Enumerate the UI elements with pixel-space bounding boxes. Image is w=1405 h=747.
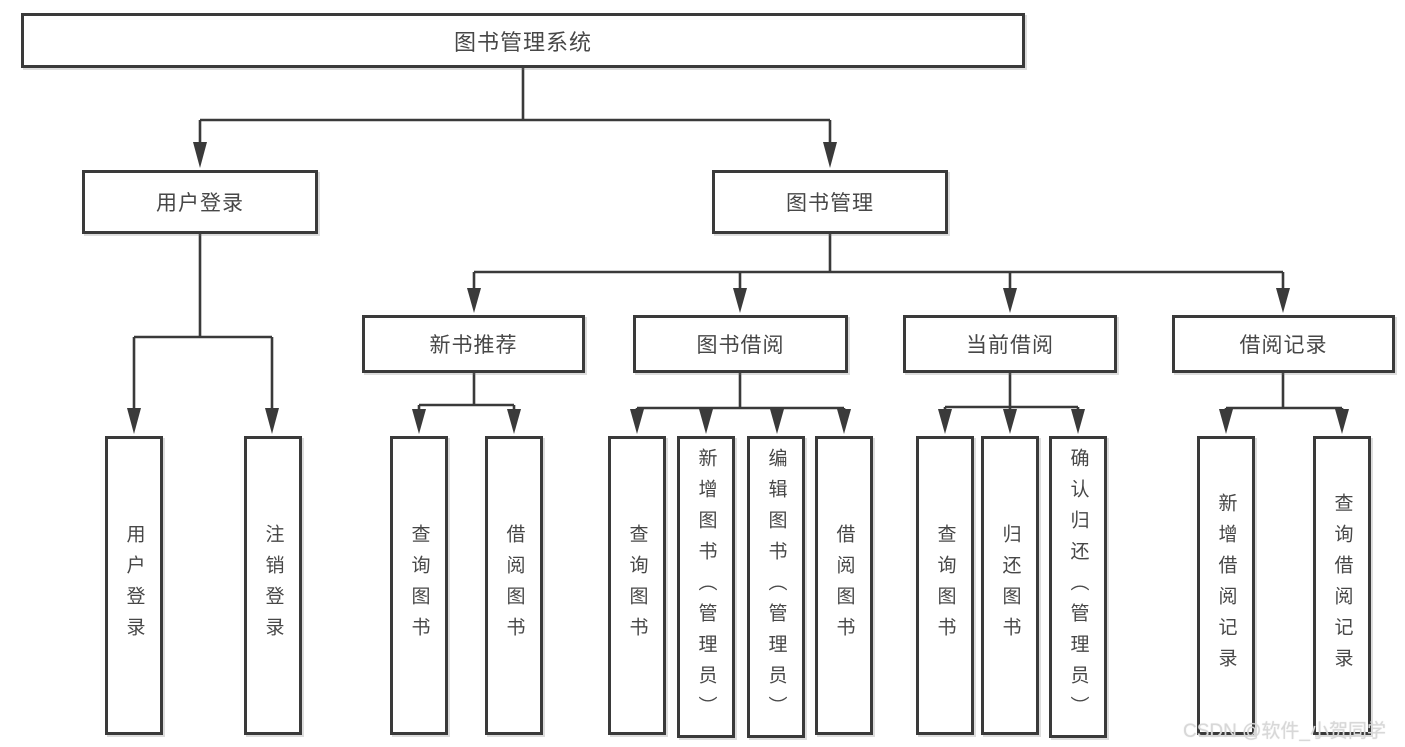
node-user-login-branch: 用户登录 bbox=[82, 170, 318, 234]
node-current-borrow-label: 当前借阅 bbox=[966, 334, 1054, 357]
leaf-logout-login-label: 注销登录 bbox=[262, 523, 284, 648]
leaf-query-books-borrow-label: 查询图书 bbox=[626, 523, 648, 648]
node-borrow-records: 借阅记录 bbox=[1172, 315, 1395, 373]
leaf-query-books-recommend: 查询图书 bbox=[390, 436, 448, 735]
leaf-query-books-recommend-label: 查询图书 bbox=[408, 523, 430, 648]
leaf-borrow-books-2: 借阅图书 bbox=[815, 436, 873, 735]
node-book-management: 图书管理 bbox=[712, 170, 948, 234]
leaf-confirm-return-admin-label: 确认归还（管理员） bbox=[1067, 447, 1089, 727]
node-book-borrow-label: 图书借阅 bbox=[696, 334, 785, 357]
leaf-borrow-books-recommend-label: 借阅图书 bbox=[503, 523, 525, 648]
node-new-book-recommend: 新书推荐 bbox=[362, 315, 585, 373]
node-root-label: 图书管理系统 bbox=[453, 29, 592, 55]
leaf-add-borrow-record-label: 新增借阅记录 bbox=[1215, 492, 1237, 679]
leaf-return-book: 归还图书 bbox=[981, 436, 1039, 735]
leaf-query-books-borrow: 查询图书 bbox=[608, 436, 666, 735]
leaf-query-borrow-record-label: 查询借阅记录 bbox=[1331, 492, 1353, 679]
node-root: 图书管理系统 bbox=[21, 13, 1025, 68]
node-new-book-recommend-label: 新书推荐 bbox=[429, 334, 518, 357]
leaf-query-books-current-label: 查询图书 bbox=[934, 523, 956, 648]
node-current-borrow: 当前借阅 bbox=[903, 315, 1117, 373]
node-user-login-branch-label: 用户登录 bbox=[156, 192, 244, 215]
leaf-edit-book-admin: 编辑图书（管理员） bbox=[747, 436, 805, 738]
leaf-user-login-label: 用户登录 bbox=[123, 523, 145, 648]
leaf-add-borrow-record: 新增借阅记录 bbox=[1197, 436, 1255, 735]
leaf-edit-book-admin-label: 编辑图书（管理员） bbox=[765, 447, 787, 727]
leaf-user-login: 用户登录 bbox=[105, 436, 163, 735]
leaf-add-book-admin: 新增图书（管理员） bbox=[677, 436, 735, 738]
leaf-logout-login: 注销登录 bbox=[244, 436, 302, 735]
leaf-borrow-books-recommend: 借阅图书 bbox=[485, 436, 543, 735]
csdn-watermark: CSDN @软件_小贺同学 bbox=[1183, 721, 1386, 742]
leaf-add-book-admin-label: 新增图书（管理员） bbox=[695, 447, 717, 727]
leaf-query-books-current: 查询图书 bbox=[916, 436, 974, 735]
node-borrow-records-label: 借阅记录 bbox=[1239, 334, 1328, 357]
leaf-confirm-return-admin: 确认归还（管理员） bbox=[1049, 436, 1107, 738]
leaf-return-book-label: 归还图书 bbox=[999, 523, 1021, 648]
leaf-query-borrow-record: 查询借阅记录 bbox=[1313, 436, 1371, 735]
leaf-borrow-books-2-label: 借阅图书 bbox=[833, 523, 855, 648]
node-book-management-label: 图书管理 bbox=[786, 192, 874, 215]
node-book-borrow: 图书借阅 bbox=[633, 315, 848, 373]
